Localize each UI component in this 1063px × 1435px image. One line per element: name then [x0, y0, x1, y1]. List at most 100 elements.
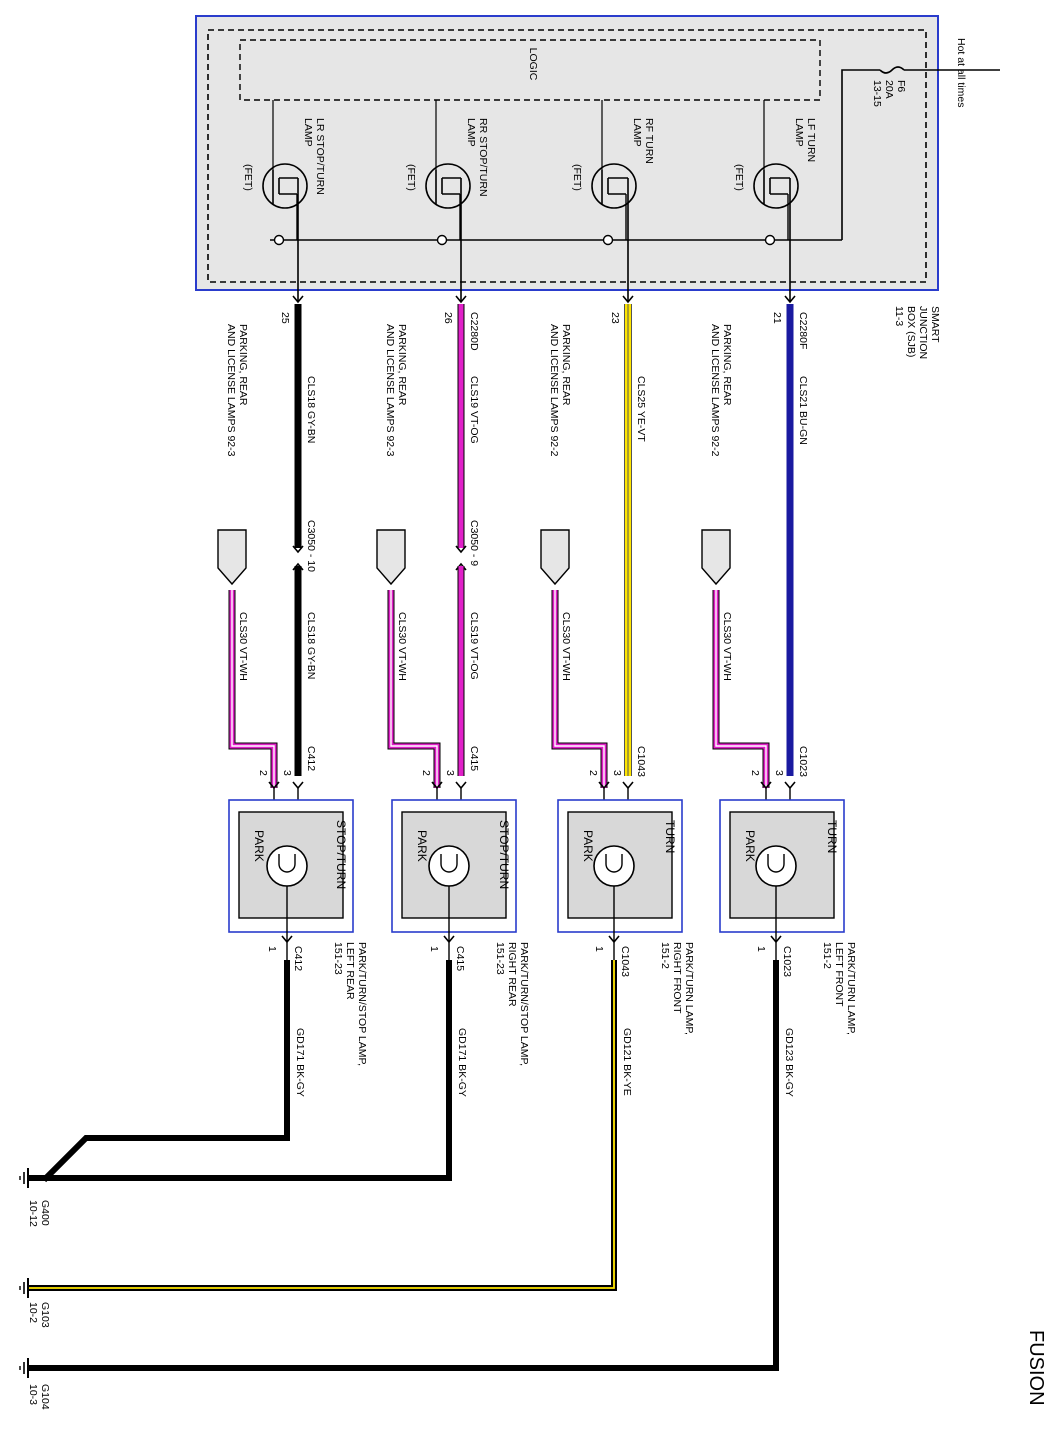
- lamp-pin-a-label: 3: [773, 770, 785, 776]
- fet-label: (FET): [405, 164, 417, 191]
- ground-wire-label: GD121 BK-YE: [621, 1028, 633, 1096]
- lamp-title-line-3: 151-23: [494, 942, 506, 975]
- inline-connector-label: C3050 - 9: [468, 520, 480, 566]
- park-reference-block: [540, 529, 570, 586]
- lamp-pin-b-label: 2: [749, 770, 761, 776]
- lamp-function-label: TURN: [663, 820, 677, 853]
- lamp-title-line-1: PARK/TURN LAMP,: [683, 942, 695, 1035]
- lamp-ctrl-label-2: LAMP: [465, 118, 477, 147]
- lamp-pin3-arrow: [622, 781, 634, 790]
- inline-connector-female: [455, 545, 467, 554]
- bulb-icon: [266, 845, 308, 887]
- lamp-pin-a-label: 3: [444, 770, 456, 776]
- bulb-filament: [605, 854, 623, 873]
- ground-wire-label: GD123 BK-GY: [783, 1028, 795, 1097]
- bulb-icon: [428, 845, 470, 887]
- park-wire-white-stripe: [715, 590, 767, 788]
- lamp-pin3-arrow: [455, 781, 467, 790]
- sjb-dashed-border: [207, 29, 927, 283]
- ground-g400-line-2: 10-12: [27, 1200, 39, 1227]
- sjb-pin-label: 25: [279, 312, 291, 324]
- lamp-title-line-1: PARK/TURN/STOP LAMP,: [518, 942, 530, 1066]
- bus-junction: [436, 234, 448, 246]
- fet-label: (FET): [571, 164, 583, 191]
- fuse-line-2: 20A: [883, 80, 895, 99]
- ground-pin-label: 1: [755, 946, 767, 952]
- sjb-pin-label: 23: [609, 312, 621, 324]
- fet-label: (FET): [733, 164, 745, 191]
- inline-connector-female: [292, 545, 304, 554]
- bus-junction: [764, 234, 776, 246]
- ground-wire-rr: [28, 960, 452, 1181]
- lamp-title-line-2: RIGHT REAR: [506, 942, 518, 1007]
- park-wire-white-stripe: [390, 590, 438, 788]
- lamp-title-line-3: 151-23: [332, 942, 344, 975]
- lamp-park-label: PARK: [252, 830, 266, 862]
- circuit-label-lower: CLS19 VT-OG: [468, 612, 480, 680]
- park-ref-line-1: PARKING, REAR: [721, 324, 733, 406]
- park-wire-label: CLS30 VT-WH: [237, 612, 249, 681]
- lamp-ctrl-label-1: RF TURN: [643, 118, 655, 164]
- smart-junction-box: LOGIC Hot at all times F6 20A 13-15 SMAR…: [195, 15, 1000, 359]
- logic-label: LOGIC: [527, 48, 539, 81]
- lamp-title-line-3: 151-2: [659, 942, 671, 969]
- ground-wire-rf-stripe: [28, 960, 615, 1289]
- bulb-filament: [767, 854, 785, 873]
- ground-wire-label: GD171 BK-GY: [294, 1028, 306, 1097]
- fet-symbol: [591, 163, 637, 209]
- park-reference-block: [376, 529, 406, 586]
- sjb-connector-arrow: [455, 295, 467, 304]
- ground-returns: G400 10-12 G103 10-2 G104 10-3: [19, 960, 779, 1410]
- ground-connector-label: C415: [454, 946, 466, 971]
- sjb-pin-label: 21: [771, 312, 783, 324]
- circuit-label: CLS19 VT-OG: [468, 376, 480, 444]
- ground-connector-label: C1023: [781, 946, 793, 977]
- bus-junction: [273, 234, 285, 246]
- lamp-title-line-2: LEFT REAR: [344, 942, 356, 1000]
- ground-connector-arrow: [608, 935, 620, 944]
- ground-connector-arrow: [443, 935, 455, 944]
- sjb-pin-label: 26: [442, 312, 454, 324]
- sjb-connector-label: C2280F: [797, 312, 809, 349]
- lamp-connector-label: C412: [305, 746, 317, 771]
- park-wire-label: CLS30 VT-WH: [560, 612, 572, 681]
- fuse-line-3: 13-15: [871, 80, 883, 107]
- lamp-title-line-2: RIGHT FRONT: [671, 942, 683, 1014]
- sjb-connector-arrow: [622, 295, 634, 304]
- ground-wire-lf: [28, 960, 779, 1371]
- lamp-ctrl-label-2: LAMP: [793, 118, 805, 147]
- lamp-pin3-arrow: [784, 781, 796, 790]
- hot-at-all-times-label: Hot at all times: [955, 38, 967, 107]
- ground-pin-label: 1: [593, 946, 605, 952]
- park-reference-block: [217, 529, 247, 586]
- ground-pin-label: 1: [266, 946, 278, 952]
- park-ref-line-2: AND LICENSE LAMPS 92-3: [225, 324, 237, 457]
- park-ref-line-2: AND LICENSE LAMPS 92-3: [384, 324, 396, 457]
- lamp-pin-b-label: 2: [257, 770, 269, 776]
- lamp-title-line-1: PARK/TURN/STOP LAMP,: [356, 942, 368, 1066]
- lamp-connector-label: C1023: [797, 746, 809, 777]
- lamp-title-line-1: PARK/TURN LAMP,: [845, 942, 857, 1035]
- bus-junction: [602, 234, 614, 246]
- bulb-icon: [755, 845, 797, 887]
- fet-symbol: [425, 163, 471, 209]
- sjb-connector-arrow: [292, 295, 304, 304]
- ground-pin-label: 1: [428, 946, 440, 952]
- ground-g104-line-2: 10-3: [27, 1384, 39, 1405]
- ground-connector-label: C1043: [619, 946, 631, 977]
- ground-g104-line-1: G104: [39, 1384, 51, 1410]
- logic-block: [239, 39, 821, 101]
- lamp-park-label: PARK: [581, 830, 595, 862]
- sjb-label-1: SMART: [929, 306, 941, 343]
- sjb-connector-arrow: [784, 295, 796, 304]
- park-wire-white-stripe: [554, 590, 605, 788]
- park-ref-line-2: AND LICENSE LAMPS 92-2: [548, 324, 560, 457]
- sjb-outer-border: [195, 15, 939, 291]
- park-ref-line-2: AND LICENSE LAMPS 92-2: [709, 324, 721, 457]
- sjb-label-3: BOX (SJB): [905, 306, 917, 357]
- bulb-filament: [440, 854, 458, 873]
- ground-g103-line-1: G103: [39, 1302, 51, 1328]
